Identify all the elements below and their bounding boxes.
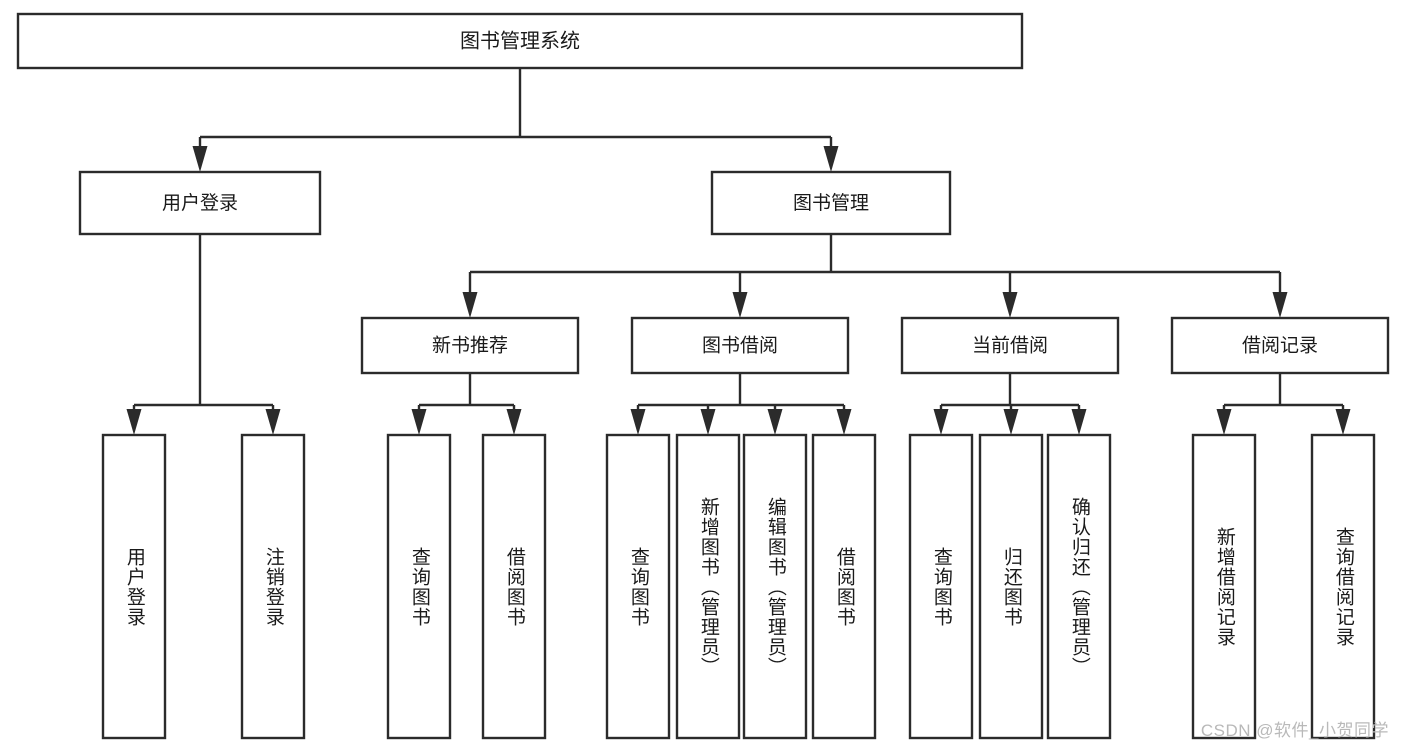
conn-book-manage-to-level3 [462,234,1288,318]
node-box-leaf-user-login[interactable] [101,433,167,740]
node-leaf-confirm-return-admin[interactable] [1046,433,1112,740]
node-box-root[interactable] [16,12,1024,70]
node-leaf-logout[interactable] [240,433,306,740]
node-box-book-borrow[interactable] [630,316,850,375]
node-label-book-manage: 图书管理 [793,192,869,214]
arrow-head-icon [506,409,522,435]
node-box-user-login[interactable] [78,170,322,236]
arrow-head-icon [126,409,142,435]
node-label-new-book-recommend: 新书推荐 [432,335,508,357]
node-new-book-recommend[interactable]: 新书推荐 [360,316,580,375]
arrow-head-icon [700,409,716,435]
conn-borrow-to-leaves [630,373,852,435]
node-label-root: 图书管理系统 [460,29,580,52]
node-box-leaf-borrow-book[interactable] [811,433,877,740]
arrow-head-icon [933,409,949,435]
node-leaf-query-book-current[interactable] [908,433,974,740]
arrow-head-icon [265,409,281,435]
arrow-head-icon [411,409,427,435]
conn-current-to-leaves [933,373,1087,435]
node-box-leaf-query-book-current[interactable] [908,433,974,740]
conn-recommend-to-leaves [411,373,522,435]
watermark-text: CSDN @软件_小贺同学 [1200,721,1389,740]
node-leaf-add-book-admin[interactable] [675,433,741,740]
node-box-leaf-borrow-book-recommend[interactable] [481,433,547,740]
arrow-head-icon [1335,409,1351,435]
node-box-leaf-return-book[interactable] [978,433,1044,740]
node-box-leaf-edit-book-admin[interactable] [742,433,808,740]
node-label-book-borrow: 图书借阅 [702,335,778,357]
arrow-head-icon [767,409,783,435]
node-box-book-manage[interactable] [710,170,952,236]
node-label-current-borrow: 当前借阅 [972,335,1048,357]
node-box-leaf-confirm-return-admin[interactable] [1046,433,1112,740]
node-box-leaf-query-book-recommend[interactable] [386,433,452,740]
node-label-borrow-record: 借阅记录 [1242,335,1318,357]
node-box-leaf-query-borrow-record[interactable] [1310,433,1376,740]
node-leaf-query-book-recommend[interactable] [386,433,452,740]
node-leaf-borrow-book-recommend[interactable] [481,433,547,740]
node-book-borrow[interactable]: 图书借阅 [630,316,850,375]
node-box-current-borrow[interactable] [900,316,1120,375]
arrow-head-icon [192,146,208,172]
node-leaf-edit-book-admin[interactable] [742,433,808,740]
node-book-manage[interactable]: 图书管理 [710,170,952,236]
node-leaf-return-book[interactable] [978,433,1044,740]
arrow-head-icon [462,292,478,318]
arrow-head-icon [630,409,646,435]
node-leaf-borrow-book[interactable] [811,433,877,740]
node-root[interactable]: 图书管理系统 [16,12,1024,70]
node-leaf-query-borrow-record[interactable] [1310,433,1376,740]
node-box-leaf-logout[interactable] [240,433,306,740]
arrow-head-icon [836,409,852,435]
node-label-user-login: 用户登录 [162,192,238,214]
node-box-new-book-recommend[interactable] [360,316,580,375]
arrow-head-icon [732,292,748,318]
node-user-login[interactable]: 用户登录 [78,170,322,236]
node-box-borrow-record[interactable] [1170,316,1390,375]
node-current-borrow[interactable]: 当前借阅 [900,316,1120,375]
arrow-head-icon [1272,292,1288,318]
connector-layer [126,68,1351,435]
arrow-head-icon [823,146,839,172]
conn-record-to-leaves [1216,373,1351,435]
conn-root-to-level2 [192,68,839,172]
node-box-leaf-add-borrow-record[interactable] [1191,433,1257,740]
conn-user-login-to-leaves [126,234,281,435]
node-box-leaf-query-book-borrow[interactable] [605,433,671,740]
node-leaf-add-borrow-record[interactable] [1191,433,1257,740]
node-leaf-query-book-borrow[interactable] [605,433,671,740]
arrow-head-icon [1002,292,1018,318]
node-box-leaf-add-book-admin[interactable] [675,433,741,740]
arrow-head-icon [1216,409,1232,435]
arrow-head-icon [1003,409,1019,435]
node-leaf-user-login[interactable] [101,433,167,740]
arrow-head-icon [1071,409,1087,435]
node-borrow-record[interactable]: 借阅记录 [1170,316,1390,375]
